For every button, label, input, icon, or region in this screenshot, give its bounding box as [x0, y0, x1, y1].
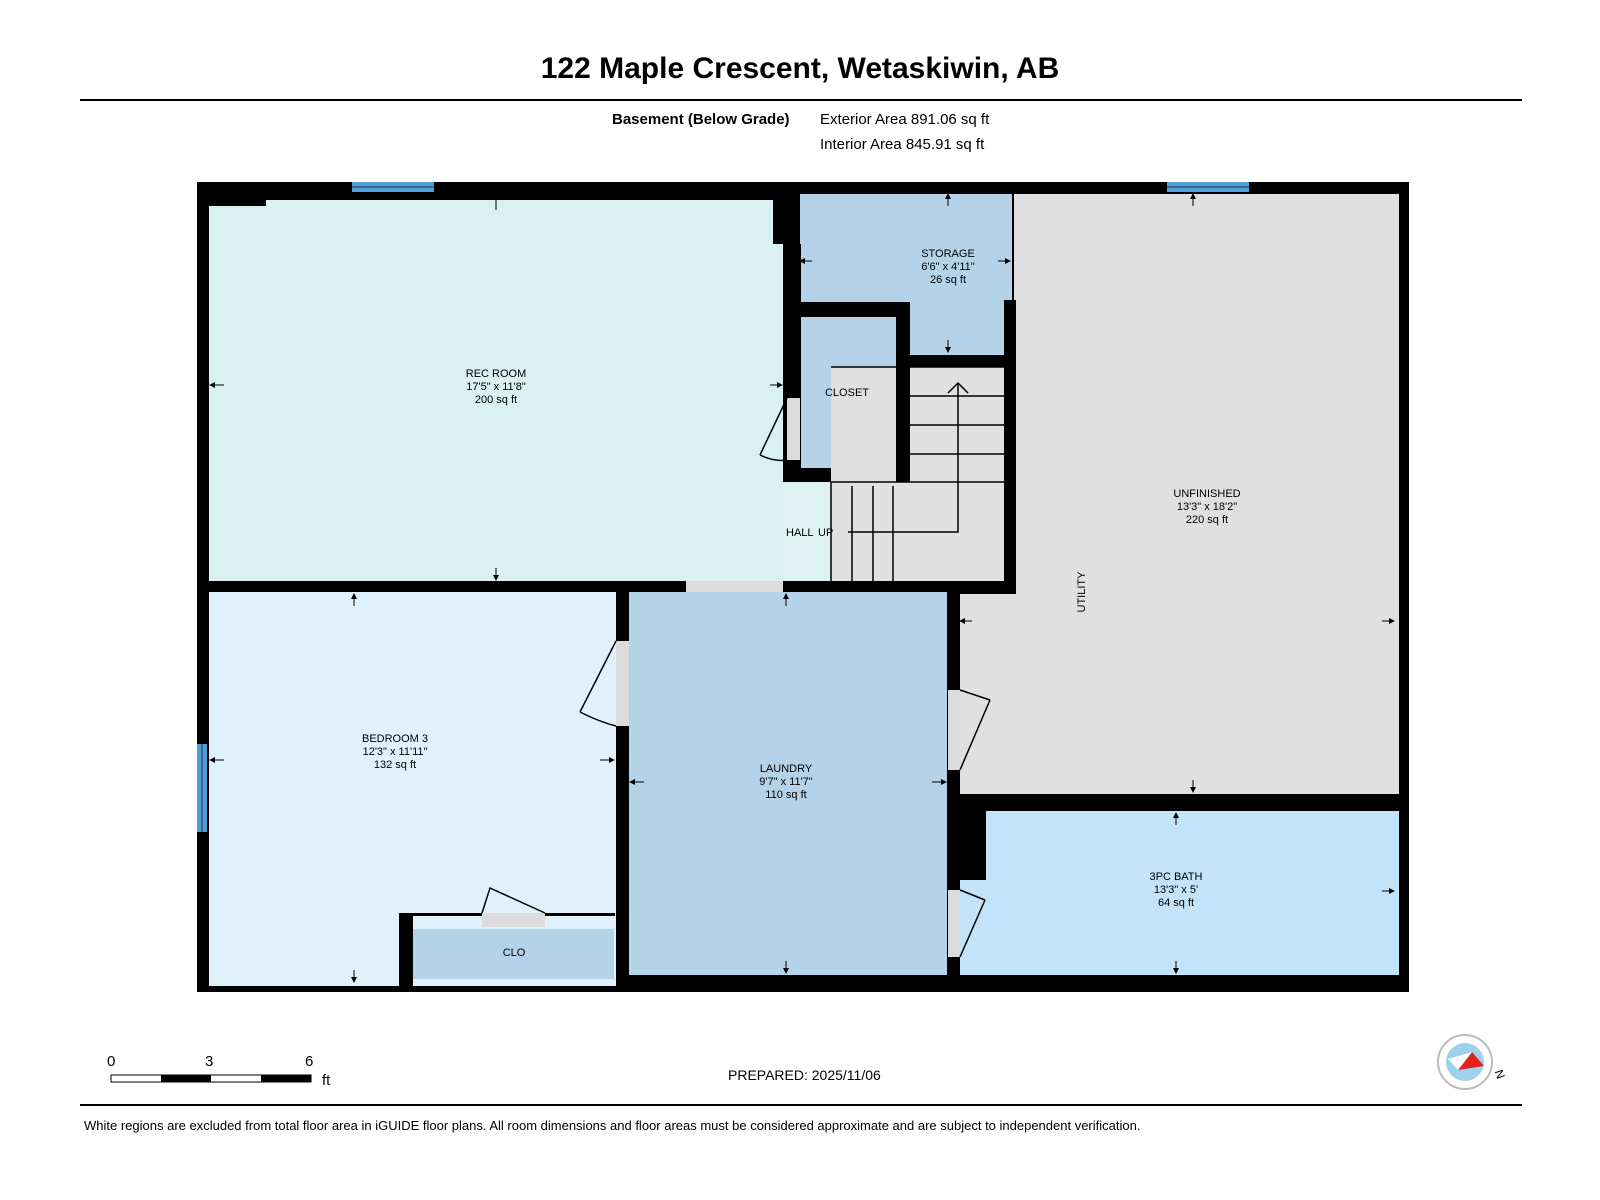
prepared-date: PREPARED: 2025/11/06: [728, 1067, 881, 1083]
floor-label: Basement (Below Grade): [612, 111, 790, 128]
rec-room-floor: [209, 200, 783, 581]
bath-area: 64 sq ft: [1158, 897, 1194, 909]
bath-floor: [986, 811, 1399, 975]
scale-tick-0: 0: [107, 1053, 116, 1070]
footer-rule: [80, 1104, 1522, 1106]
stairs-up-label: UP: [818, 527, 833, 539]
unfinished-area: 220 sq ft: [1186, 514, 1228, 526]
closet-name: CLOSET: [825, 387, 869, 399]
bedroom3-area: 132 sq ft: [374, 759, 416, 771]
dimension-arrows: [209, 193, 1395, 983]
bath-dims: 13'3" x 5': [1154, 884, 1198, 896]
utility-label: UTILITY: [1076, 571, 1088, 613]
scale-bar: [110, 1074, 312, 1083]
laundry-floor: [629, 592, 947, 975]
compass-n-label: N: [1492, 1068, 1508, 1081]
scale-tick-6: 6: [305, 1053, 314, 1070]
footnote: White regions are excluded from total fl…: [84, 1118, 1141, 1133]
compass-icon: N: [1437, 1034, 1508, 1090]
scale-tick-3: 3: [205, 1053, 214, 1070]
bedroom3-name: BEDROOM 3: [362, 733, 428, 745]
laundry-name: LAUNDRY: [760, 763, 813, 775]
laundry-area: 110 sq ft: [765, 789, 806, 801]
laundry-dims: 9'7" x 11'7": [759, 776, 812, 788]
rec-room-name: REC ROOM: [466, 368, 527, 380]
page-title: 122 Maple Crescent, Wetaskiwin, AB: [540, 52, 1060, 85]
hall-floor: [783, 482, 831, 581]
unfinished-floor: [1014, 194, 1399, 794]
interior-area: Interior Area 845.91 sq ft: [820, 136, 985, 153]
unfinished-name: UNFINISHED: [1173, 488, 1240, 500]
clo-floor: [413, 929, 614, 979]
storage-floor: [800, 194, 1012, 302]
hall-name: HALL: [786, 527, 814, 539]
header-rule: [80, 99, 1522, 101]
rec-room-dims: 17'5" x 11'8": [466, 381, 526, 393]
rec-room-area: 200 sq ft: [475, 394, 517, 406]
stairs-floor: [831, 367, 1007, 581]
storage-dims: 6'6" x 4'11": [921, 261, 974, 273]
storage-name: STORAGE: [921, 248, 975, 260]
scale-unit: ft: [322, 1072, 331, 1089]
exterior-area: Exterior Area 891.06 sq ft: [820, 111, 990, 128]
clo-name: CLO: [503, 947, 526, 959]
storage-area: 26 sq ft: [930, 274, 966, 286]
unfinished-dims: 13'3" x 18'2": [1177, 501, 1237, 513]
stairs: [830, 366, 1004, 581]
bath-name: 3PC BATH: [1150, 871, 1203, 883]
bedroom3-dims: 12'3" x 11'11": [363, 746, 428, 758]
